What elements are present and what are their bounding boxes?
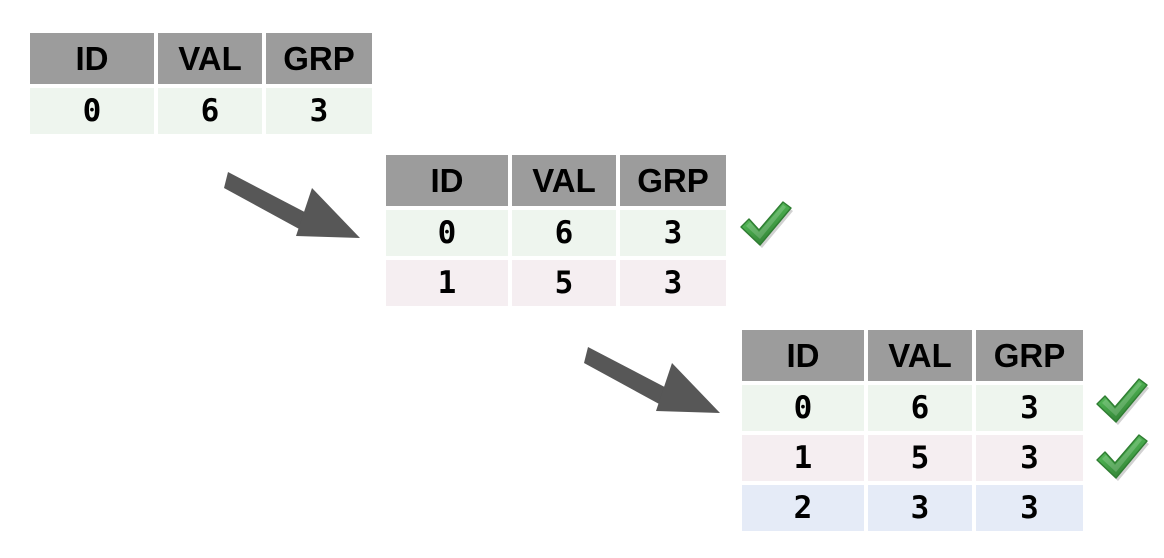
- check-icon: [1096, 434, 1149, 481]
- table-2-header-grp: GRP: [620, 155, 726, 206]
- table-3-header-val: VAL: [868, 330, 972, 381]
- arrow-table1-to-table2: [224, 172, 360, 238]
- table-3-row-2-val: 3: [868, 485, 972, 531]
- table-3-row-0: 0 6 3: [742, 385, 1083, 431]
- table-1-header-id: ID: [30, 33, 154, 84]
- table-1-row-0-id: 0: [30, 88, 154, 134]
- table-1-header-val: VAL: [158, 33, 262, 84]
- table-3-row-0-grp: 3: [976, 385, 1083, 431]
- table-3-row-1-val: 5: [868, 435, 972, 481]
- table-2-row-1-id: 1: [386, 260, 508, 306]
- table-3-row-2-id: 2: [742, 485, 864, 531]
- table-3: ID VAL GRP 0 6 3 1 5 3 2 3 3: [742, 330, 1083, 531]
- table-3-header-id: ID: [742, 330, 864, 381]
- table-3-header-grp: GRP: [976, 330, 1083, 381]
- table-2-row-0-id: 0: [386, 210, 508, 256]
- table-1: ID VAL GRP 0 6 3: [30, 33, 372, 134]
- table-2-row-1: 1 5 3: [386, 260, 726, 306]
- table-1-header-grp: GRP: [266, 33, 372, 84]
- table-2-row-1-grp: 3: [620, 260, 726, 306]
- check-icon: [740, 201, 793, 248]
- table-3-row-1-grp: 3: [976, 435, 1083, 481]
- table-1-header-row: ID VAL GRP: [30, 33, 372, 84]
- table-3-row-1-id: 1: [742, 435, 864, 481]
- table-2-row-1-val: 5: [512, 260, 616, 306]
- table-2: ID VAL GRP 0 6 3 1 5 3: [386, 155, 726, 306]
- table-3-header-row: ID VAL GRP: [742, 330, 1083, 381]
- table-1-row-0-grp: 3: [266, 88, 372, 134]
- table-3-row-2-grp: 3: [976, 485, 1083, 531]
- table-1-row-0: 0 6 3: [30, 88, 372, 134]
- table-2-row-0-val: 6: [512, 210, 616, 256]
- table-3-row-2: 2 3 3: [742, 485, 1083, 531]
- check-icon: [1096, 378, 1149, 425]
- table-3-row-0-val: 6: [868, 385, 972, 431]
- table-3-row-0-id: 0: [742, 385, 864, 431]
- table-2-header-val: VAL: [512, 155, 616, 206]
- arrow-table2-to-table3: [584, 347, 720, 413]
- table-2-row-0-grp: 3: [620, 210, 726, 256]
- table-1-row-0-val: 6: [158, 88, 262, 134]
- table-2-header-row: ID VAL GRP: [386, 155, 726, 206]
- table-2-header-id: ID: [386, 155, 508, 206]
- table-3-row-1: 1 5 3: [742, 435, 1083, 481]
- table-2-row-0: 0 6 3: [386, 210, 726, 256]
